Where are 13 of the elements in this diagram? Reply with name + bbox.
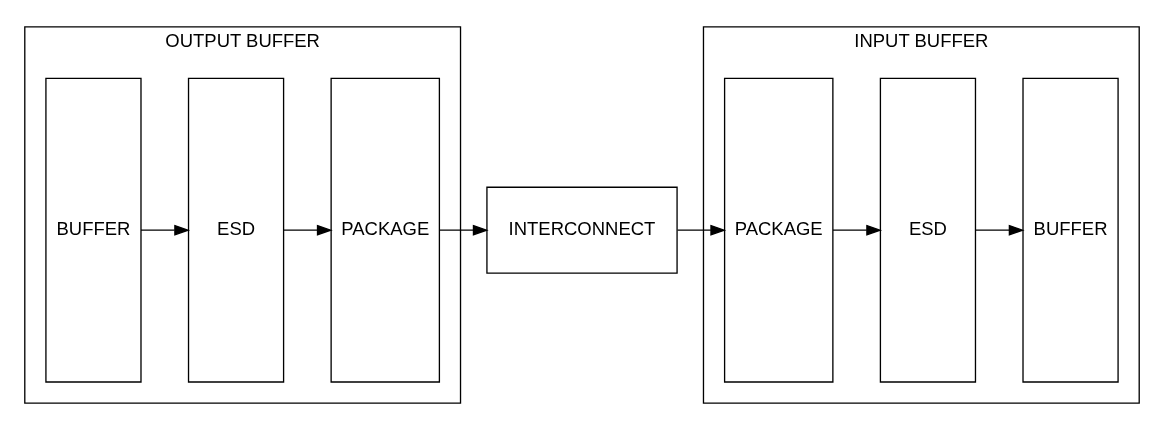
arrow — [676, 224, 727, 236]
node-box: BUFFER — [45, 77, 142, 383]
arrow — [974, 224, 1025, 236]
node-box: ESD — [187, 77, 285, 383]
node-box: BUFFER — [1022, 77, 1119, 383]
arrow — [438, 224, 489, 236]
arrow — [283, 224, 333, 236]
node-box: PACKAGE — [723, 77, 834, 383]
node-box: PACKAGE — [330, 77, 441, 383]
node-box: INTERCONNECT — [486, 186, 678, 274]
arrow — [832, 224, 883, 236]
arrow — [140, 224, 191, 236]
node-box: ESD — [879, 77, 977, 383]
